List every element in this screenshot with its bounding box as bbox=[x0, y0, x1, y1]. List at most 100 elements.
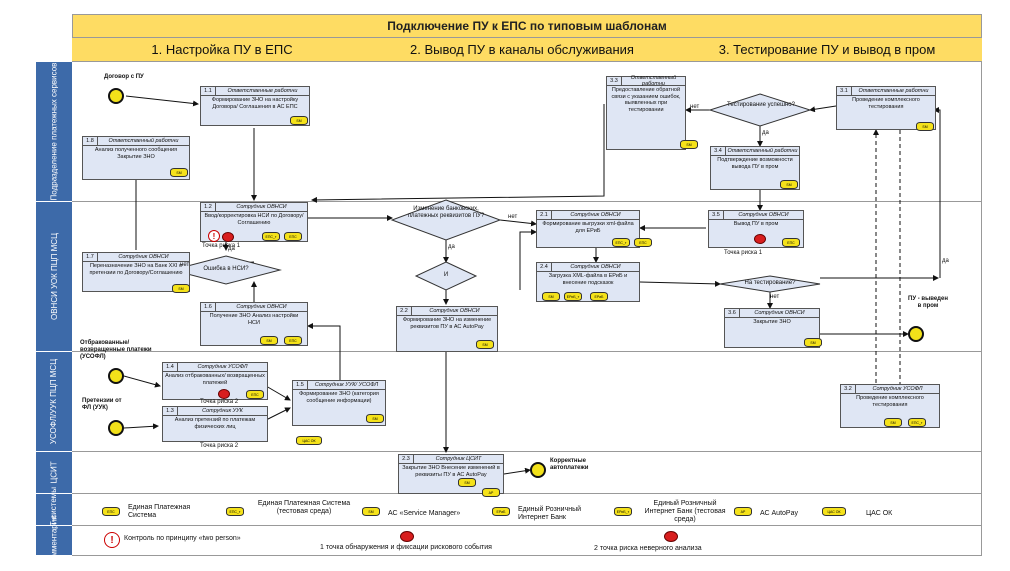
risk-label-1b: Точка риска 1 bbox=[724, 250, 763, 256]
label-yes-4: да bbox=[942, 258, 949, 264]
risk-point-icon bbox=[222, 232, 234, 242]
system-icon-eps: ЕПС bbox=[634, 238, 652, 247]
system-icon-ap: AP bbox=[482, 488, 500, 497]
risk-label-2b: Точка риска 2 bbox=[200, 443, 239, 449]
system-icon-sm: SM bbox=[680, 140, 698, 149]
lane-it bbox=[72, 494, 982, 526]
lane-usofl bbox=[72, 352, 982, 452]
risk-point-icon bbox=[664, 531, 678, 542]
label-yes-2: да bbox=[448, 244, 455, 250]
decision-nsi-error bbox=[170, 255, 282, 285]
label-no-2: нет bbox=[508, 214, 518, 220]
event-label-returned: Отбракованные/ возвращенные платежи (УСО… bbox=[80, 340, 152, 360]
risk-point-icon bbox=[754, 234, 766, 244]
label-no-1: нет bbox=[180, 262, 190, 268]
start-event-returned bbox=[108, 368, 124, 384]
system-icon-sm: SM bbox=[780, 180, 798, 189]
phase-1: 1. Настройка ПУ в ЕПС bbox=[72, 38, 372, 62]
decision-and-label: И bbox=[443, 272, 449, 278]
start-event-claims bbox=[108, 420, 124, 436]
event-label-claims: Претензии от ФЛ (УУК) bbox=[82, 398, 122, 411]
event-label-contract: Договор с ПУ bbox=[104, 74, 144, 80]
decision-nsi-error-label: Ошибка в НСИ? bbox=[203, 266, 249, 272]
event-label-autopay: Корректные автоплатежи bbox=[550, 458, 589, 471]
comment-risk-1: 1 точка обнаружения и фиксации рискового… bbox=[320, 544, 492, 551]
phase-2: 2. Вывод ПУ в каналы обслуживания bbox=[372, 38, 672, 62]
system-icon-erib: ЕРиБ bbox=[590, 292, 608, 301]
decision-to-test-label: На тестирование? bbox=[744, 280, 796, 286]
system-icon-cas: ЦАС ОК bbox=[296, 436, 322, 445]
lane-label-csit: ЦСИТ bbox=[36, 452, 72, 494]
legend-ap: АС AutoPay bbox=[760, 510, 798, 517]
system-icon-sm: SM bbox=[366, 414, 384, 423]
event-label-prom: ПУ - выведен в пром bbox=[908, 296, 948, 309]
system-icon-eps: ЕПС bbox=[782, 238, 800, 247]
system-icon-sm: SM bbox=[260, 336, 278, 345]
lane-label-usofl: УСОФЛ/УУК ПЦП МСЦ bbox=[36, 352, 72, 452]
legend-eps-t: Единая Платежная Система (тестовая среда… bbox=[257, 500, 351, 515]
phase-3: 3. Тестирование ПУ и вывод в пром bbox=[672, 38, 982, 62]
decision-requisites-label: Изменение банковских, платежных реквизит… bbox=[407, 206, 485, 219]
system-icon-epsb-t: ЕПС_т bbox=[612, 238, 630, 247]
legend-icon-cas: ЦАС ОК bbox=[822, 507, 846, 516]
system-icon-sm: SM bbox=[170, 168, 188, 177]
legend-cas: ЦАС ОК bbox=[866, 510, 893, 517]
system-icon-sm: SM bbox=[884, 418, 902, 427]
decision-test-success-label: Тестирование успешно? bbox=[727, 102, 795, 108]
risk-point-icon bbox=[400, 531, 414, 542]
system-icon-sm: SM bbox=[542, 292, 560, 301]
two-person-icon: ! bbox=[104, 532, 120, 548]
system-icon-sm: SM bbox=[804, 338, 822, 347]
decision-to-test bbox=[719, 275, 821, 293]
legend-eps: Единая Платежная Система bbox=[128, 504, 191, 519]
legend-icon-erib: ЕРиБ bbox=[492, 507, 510, 516]
end-event-prom bbox=[908, 326, 924, 342]
legend-icon-eps: ЕПС bbox=[102, 507, 120, 516]
system-icon-eps-t: ЕПС_т bbox=[908, 418, 926, 427]
lane-payments bbox=[72, 62, 982, 202]
system-icon-eps: ЕПС bbox=[284, 336, 302, 345]
lane-label-comments: Комментарии bbox=[36, 515, 72, 566]
label-no-3: нет bbox=[690, 104, 700, 110]
system-icon-sm: SM bbox=[172, 284, 190, 293]
legend-icon-sm: SM bbox=[362, 507, 380, 516]
label-no-4: нет bbox=[770, 294, 780, 300]
legend-icon-ap: AP bbox=[734, 507, 752, 516]
decision-test-success bbox=[708, 93, 812, 127]
comment-risk-2: 2 точка риска неверного анализа bbox=[594, 545, 702, 552]
lane-csit bbox=[72, 452, 982, 494]
system-icon-sm: SM bbox=[290, 116, 308, 125]
comment-two-person: Контроль по принципу «two person» bbox=[124, 535, 241, 542]
legend-icon-erib-t: ЕРиБ_т bbox=[614, 507, 632, 516]
legend-erib-t: Единый Розничный Интернет Банк (тестовая… bbox=[644, 500, 726, 523]
end-event-autopay bbox=[530, 462, 546, 478]
two-person-icon: ! bbox=[208, 230, 220, 242]
system-icon-erib-t: ЕРиБ_т bbox=[564, 292, 582, 301]
legend-sm: АС «Service Manager» bbox=[388, 510, 461, 517]
label-yes-1: да bbox=[228, 246, 235, 252]
lane-comments bbox=[72, 526, 982, 556]
system-icon-eps: ЕПС bbox=[284, 232, 302, 241]
start-event-contract bbox=[108, 88, 124, 104]
label-yes-3: да bbox=[762, 130, 769, 136]
risk-label-1a: Точка риска 1 bbox=[202, 243, 241, 249]
system-icon-eps-t: ЕПС_т bbox=[262, 232, 280, 241]
legend-erib: Единый Розничный Интернет Банк bbox=[518, 506, 582, 521]
diagram-title: Подключение ПУ к ЕПС по типовым шаблонам bbox=[72, 14, 982, 38]
system-icon-sm: SM bbox=[458, 478, 476, 487]
lane-label-it: ИТ-системы bbox=[36, 487, 72, 532]
system-icon-sm: SM bbox=[476, 340, 494, 349]
lane-label-payments: Подразделение платежных сервисов bbox=[36, 62, 72, 202]
risk-point-icon bbox=[218, 389, 230, 399]
system-icon-sm: SM bbox=[916, 122, 934, 131]
system-icon-eps: ЕПС bbox=[246, 390, 264, 399]
